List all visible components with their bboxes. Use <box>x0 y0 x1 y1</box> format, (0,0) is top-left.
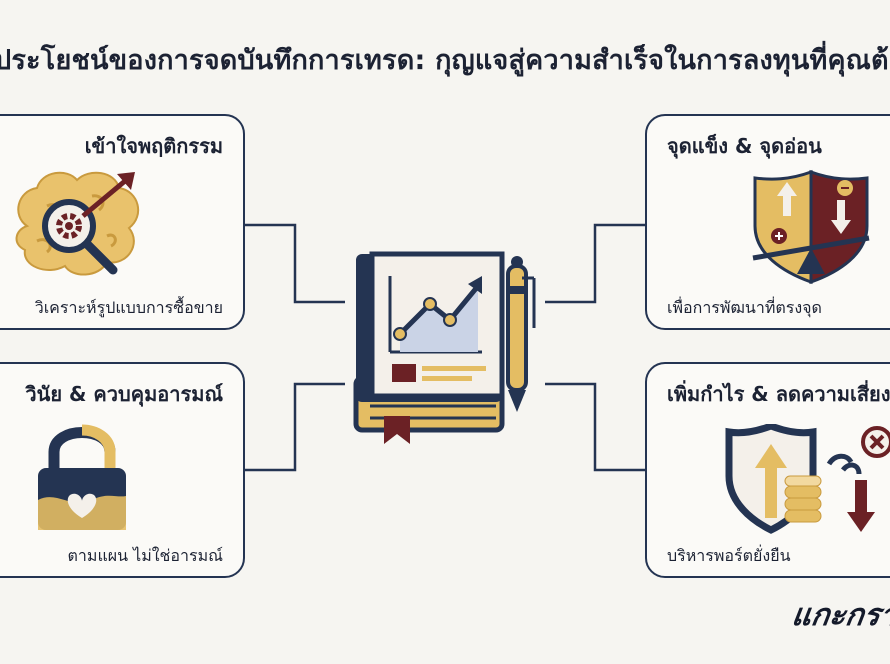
card-strengths-weaknesses: จุดแข็ง & จุดอ่อน เพื่อการพัฒนาที่ตรงจุด <box>645 114 890 330</box>
card-caption: เพื่อการพัฒนาที่ตรงจุด <box>667 298 822 317</box>
trading-journal-icon <box>350 248 540 452</box>
page-title: ประโยชน์ของการจดบันทึกการเทรด: กุญแจสู่ค… <box>0 45 890 76</box>
connector-top-right <box>545 223 645 304</box>
card-title: วินัย & ควบคุมอารมณ์ <box>25 382 223 406</box>
shield-balance-icon <box>749 166 873 290</box>
card-caption: บริหารพอร์ตยั่งยืน <box>667 546 791 565</box>
padlock-heart-icon <box>32 420 132 538</box>
card-discipline-emotion: วินัย & ควบคุมอารมณ์ ตามแผน ไม่ใช่อารมณ์ <box>0 362 245 578</box>
signature-logo: แกะกราฟ <box>789 598 890 633</box>
card-profit-risk: เพิ่มกำไร & ลดความเสี่ยง บริหารพอร์ตยั่ง… <box>645 362 890 578</box>
connector-top-left <box>245 223 345 304</box>
connector-bottom-right <box>545 382 645 472</box>
card-caption: ตามแผน ไม่ใช่อารมณ์ <box>67 546 223 565</box>
card-caption: วิเคราะห์รูปแบบการซื้อขาย <box>34 298 223 317</box>
card-understand-behavior: เข้าใจพฤติกรรม วิเคราะห์รูปแบบการซื้อขาย <box>0 114 245 330</box>
card-title: จุดแข็ง & จุดอ่อน <box>667 134 822 158</box>
card-title: เข้าใจพฤติกรรม <box>84 134 223 158</box>
connector-bottom-left <box>245 382 345 472</box>
card-title: เพิ่มกำไร & ลดความเสี่ยง <box>667 382 890 406</box>
brain-analysis-icon <box>7 166 147 290</box>
profit-risk-icon <box>725 422 890 540</box>
